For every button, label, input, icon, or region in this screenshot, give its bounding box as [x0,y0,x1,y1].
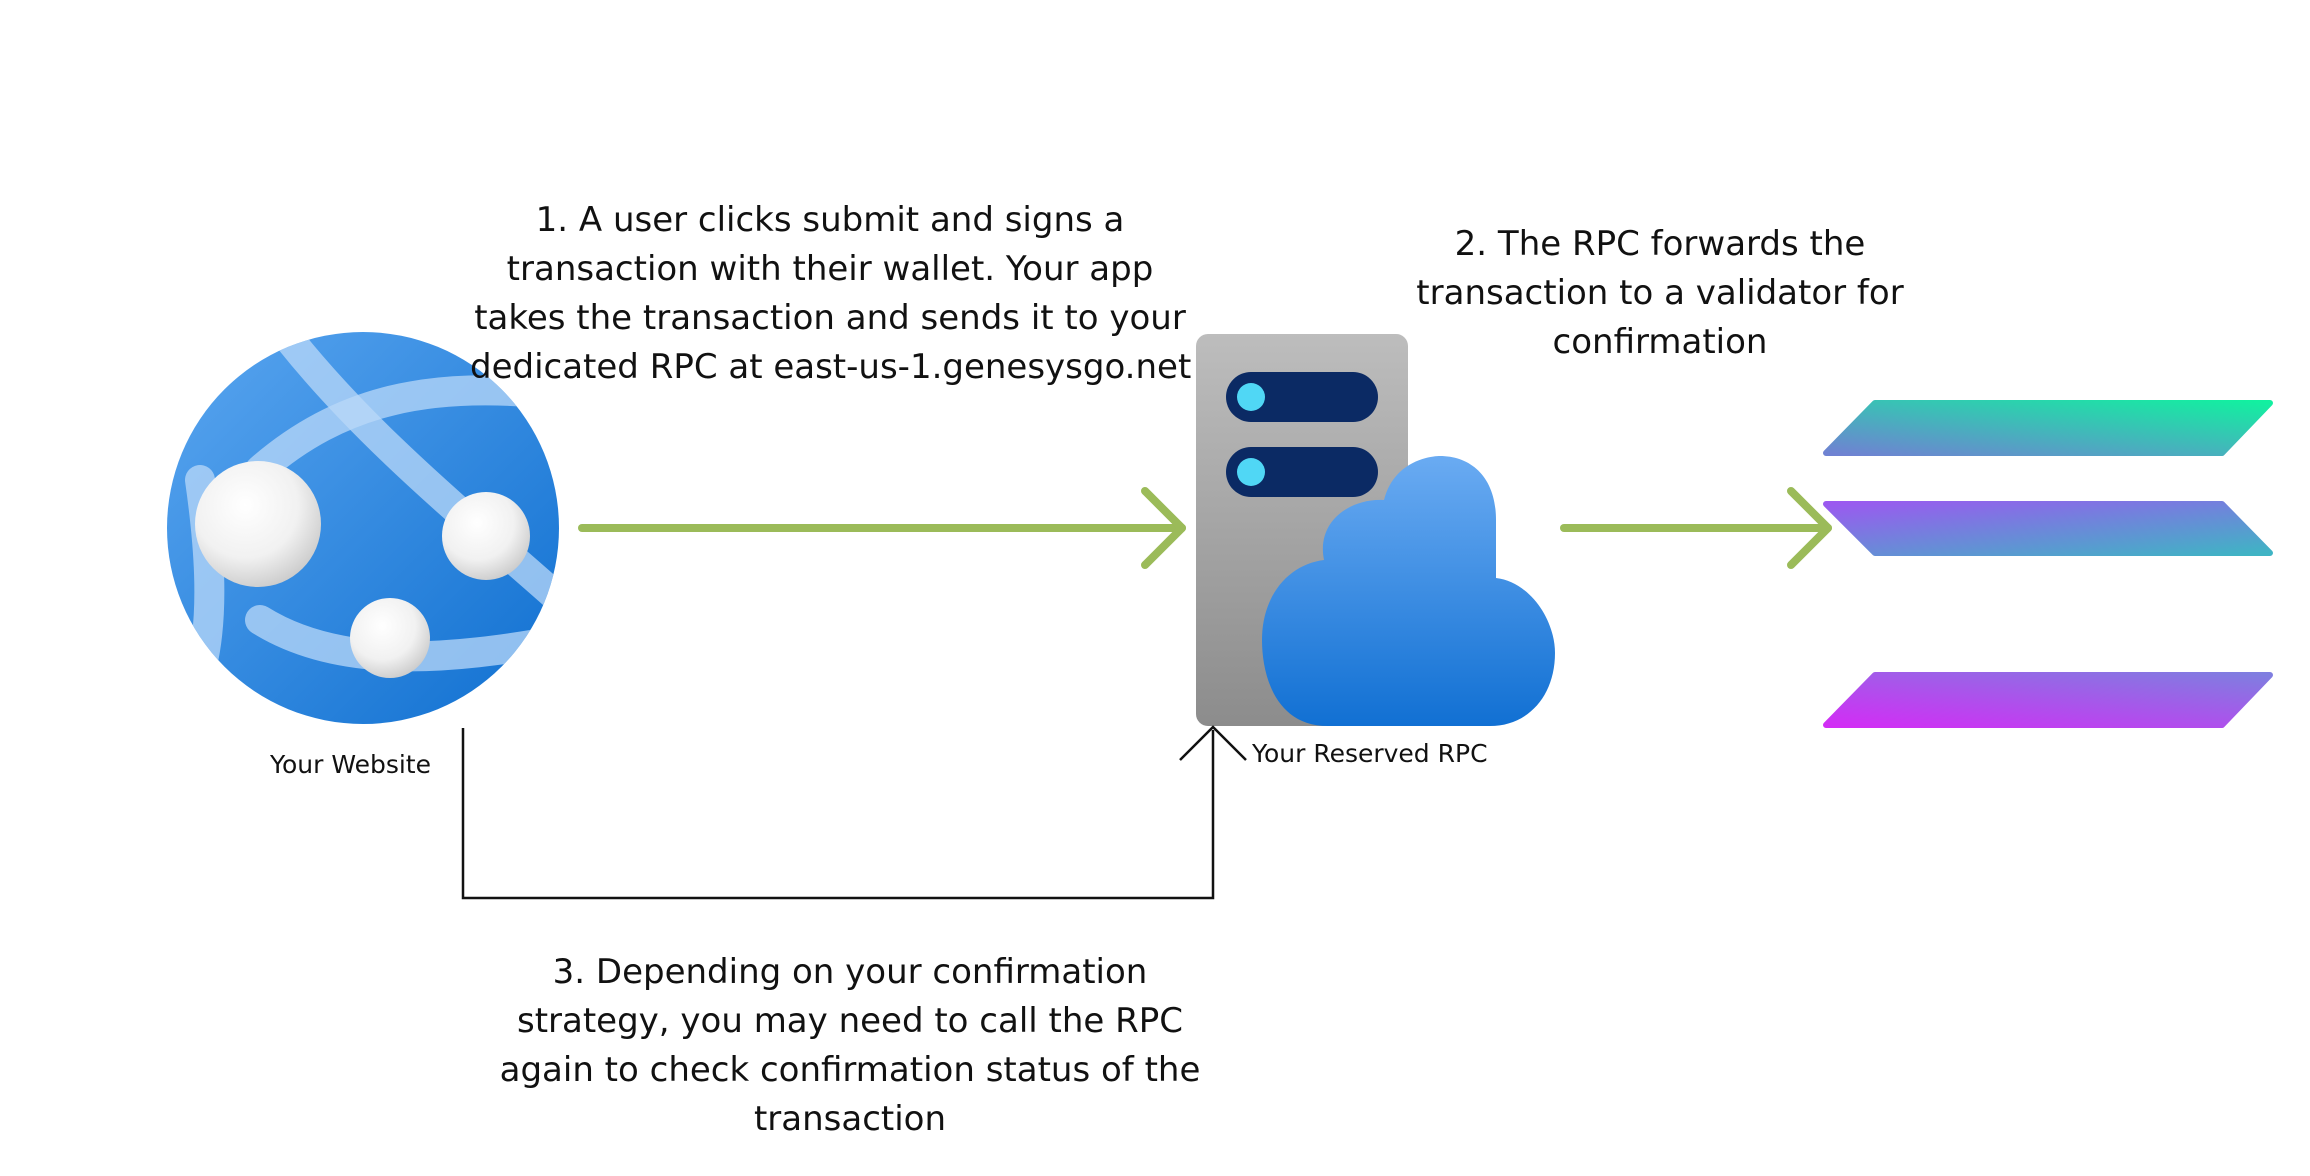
step-3-line: strategy, you may need to call the RPC [516,1001,1183,1041]
arrow-website-to-rpc [578,487,1186,569]
step-1-line: dedicated RPC at east-us-1.genesysgo.net [470,347,1192,387]
connector-confirmation-loop [461,725,1247,900]
step-2-description: 2. The RPC forwards the transaction to a… [1360,220,1960,367]
step-2-line: confirmation [1552,322,1768,362]
arrow-rpc-to-validator [1560,487,1832,569]
solana-logo-icon [1823,400,2273,728]
step-1-description: 1. A user clicks submit and signs a tran… [470,196,1192,392]
step-3-line: transaction [753,1099,947,1139]
server-cloud-icon [1196,334,1555,726]
step-3-line: again to check confirmation status of th… [499,1050,1201,1090]
step-1-line: transaction with their wallet. Your app [506,249,1154,289]
rpc-label: Your Reserved RPC [1252,739,1488,768]
step-2-line: transaction to a validator for [1416,273,1904,313]
step-1-line: 1. A user clicks submit and signs a [535,200,1125,240]
step-3-description: 3. Depending on your confirmation strate… [470,948,1230,1144]
web-app-globe-icon [167,332,559,724]
step-1-line: takes the transaction and sends it to yo… [474,298,1186,338]
step-2-line: 2. The RPC forwards the [1454,224,1866,264]
step-3-line: 3. Depending on your confirmation [552,952,1148,992]
website-label: Your Website [270,750,431,779]
